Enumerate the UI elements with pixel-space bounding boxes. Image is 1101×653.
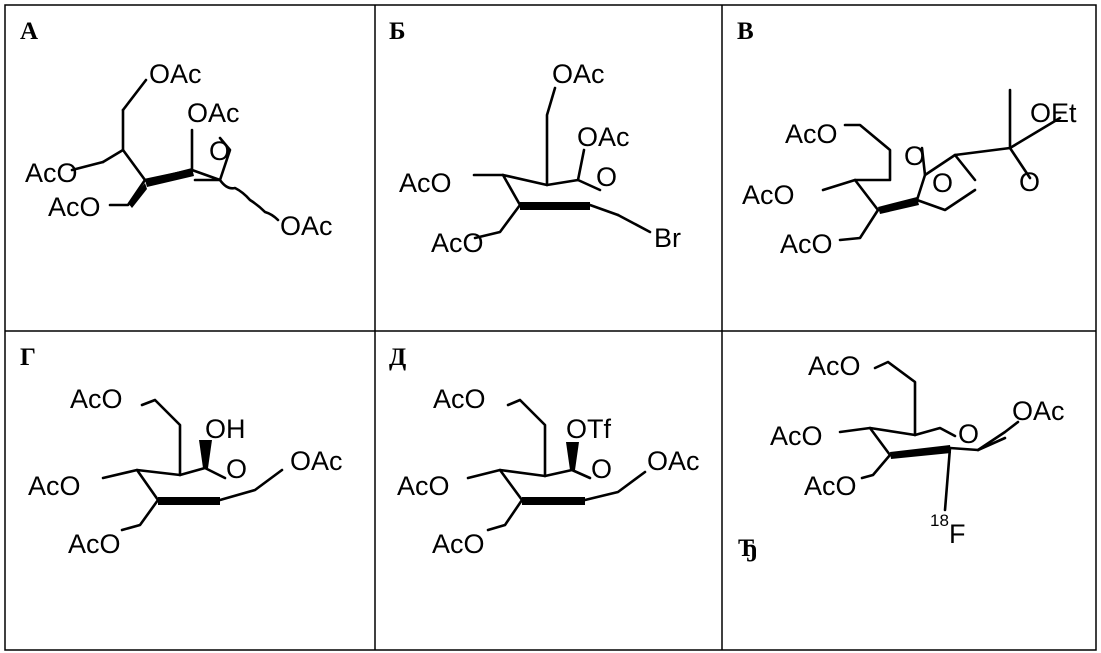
wedge-bond bbox=[520, 202, 590, 210]
atom-label: OEt bbox=[1030, 98, 1077, 128]
atom-label: Br bbox=[654, 223, 681, 253]
molecule-d: AcO OH O OAc AcO AcO bbox=[28, 384, 343, 559]
atom-label: AcO bbox=[433, 384, 486, 414]
table-border bbox=[4, 4, 1097, 651]
cell-f: Ђ AcO O OAc AcO AcO 18 F bbox=[738, 351, 1065, 562]
bond bbox=[501, 173, 602, 192]
molecule-b: OAc OAc O AcO AcO Br bbox=[399, 59, 681, 258]
wedge-bond bbox=[566, 442, 579, 470]
bond bbox=[873, 360, 917, 437]
cell-label: Г bbox=[20, 344, 36, 371]
bond bbox=[486, 498, 524, 532]
atom-label: O bbox=[209, 136, 230, 166]
atom-label: AcO bbox=[785, 119, 838, 149]
cell-label: В bbox=[737, 18, 754, 45]
bond bbox=[140, 398, 182, 477]
table-frame bbox=[4, 4, 1097, 651]
bond bbox=[101, 468, 284, 502]
bond bbox=[616, 213, 652, 234]
atom-label: O bbox=[958, 419, 979, 449]
cell-c: В OEt AcO O O O AcO AcO bbox=[737, 18, 1077, 259]
bond bbox=[473, 203, 522, 240]
bond bbox=[843, 123, 892, 182]
atom-label: AcO bbox=[25, 158, 78, 188]
isotope-superscript: 18 bbox=[930, 511, 949, 530]
atom-label: O bbox=[904, 141, 925, 171]
bond bbox=[915, 153, 977, 202]
wedge-bond bbox=[145, 168, 194, 187]
atom-label: O bbox=[596, 162, 617, 192]
cell-d: Г AcO OH O OAc AcO AcO bbox=[20, 344, 343, 559]
bond bbox=[506, 398, 547, 478]
cell-label: Д bbox=[389, 344, 406, 371]
atom-label: OAc bbox=[1012, 396, 1065, 426]
bond bbox=[576, 148, 586, 182]
cell-label: Б bbox=[389, 18, 406, 45]
bond bbox=[498, 468, 592, 480]
bond bbox=[545, 86, 557, 187]
atom-label: OAc bbox=[577, 122, 630, 152]
atom-label: OAc bbox=[149, 59, 202, 89]
molecule-e: AcO OTf O OAc AcO AcO bbox=[397, 384, 700, 559]
atom-label: OAc bbox=[290, 446, 343, 476]
atom-label: AcO bbox=[48, 192, 101, 222]
atom-label: O bbox=[226, 454, 247, 484]
atom-label: AcO bbox=[68, 529, 121, 559]
bond bbox=[1008, 146, 1032, 180]
atom-label: O bbox=[932, 168, 953, 198]
atom-label: F bbox=[949, 519, 966, 549]
bond bbox=[868, 426, 957, 438]
bond bbox=[860, 453, 892, 480]
bond bbox=[135, 466, 227, 480]
cell-label: A bbox=[20, 18, 38, 45]
atom-label: AcO bbox=[804, 471, 857, 501]
bond bbox=[101, 148, 222, 182]
wedge-bond bbox=[199, 440, 212, 468]
atom-label: O bbox=[1019, 167, 1040, 197]
atom-label: OAc bbox=[552, 59, 605, 89]
bond bbox=[120, 498, 160, 532]
wavy-bond bbox=[218, 178, 280, 222]
bond bbox=[108, 178, 147, 207]
bond bbox=[121, 78, 148, 112]
atom-label: AcO bbox=[432, 529, 485, 559]
atom-label: AcO bbox=[70, 384, 123, 414]
atom-label: OAc bbox=[187, 98, 240, 128]
atom-label: AcO bbox=[770, 421, 823, 451]
wedge-bond bbox=[890, 445, 951, 459]
atom-label: AcO bbox=[28, 471, 81, 501]
atom-label: OTf bbox=[566, 414, 611, 444]
atom-label: OAc bbox=[647, 446, 700, 476]
wedge-bond bbox=[158, 497, 220, 505]
atom-label: AcO bbox=[431, 228, 484, 258]
molecule-a: OAc OAc O AcO AcO OAc bbox=[25, 59, 333, 241]
wedge-bond bbox=[878, 197, 919, 214]
wedge-bond bbox=[128, 183, 147, 208]
cell-a: A OAc OAc O AcO AcO OAc bbox=[20, 18, 333, 241]
molecule-c: OEt AcO O O O AcO AcO bbox=[742, 88, 1077, 259]
bond bbox=[70, 160, 105, 172]
wedge-bond bbox=[522, 497, 585, 505]
bond bbox=[976, 420, 1020, 452]
bond bbox=[838, 208, 880, 242]
atom-label: OAc bbox=[280, 211, 333, 241]
bond bbox=[920, 146, 927, 177]
bond bbox=[943, 446, 952, 512]
atom-label: AcO bbox=[397, 471, 450, 501]
atom-label: OH bbox=[205, 414, 246, 444]
atom-label: AcO bbox=[742, 180, 795, 210]
atom-label: AcO bbox=[808, 351, 861, 381]
atom-label: AcO bbox=[399, 168, 452, 198]
cell-b: Б OAc OAc O AcO AcO Br bbox=[389, 18, 681, 258]
atom-label: AcO bbox=[780, 229, 833, 259]
cell-label: Ђ bbox=[738, 535, 758, 562]
cell-e: Д AcO OTf O OAc AcO AcO bbox=[389, 344, 700, 559]
bond bbox=[218, 136, 232, 182]
atom-label: O bbox=[591, 454, 612, 484]
molecule-f: AcO O OAc AcO AcO 18 F bbox=[770, 351, 1065, 549]
